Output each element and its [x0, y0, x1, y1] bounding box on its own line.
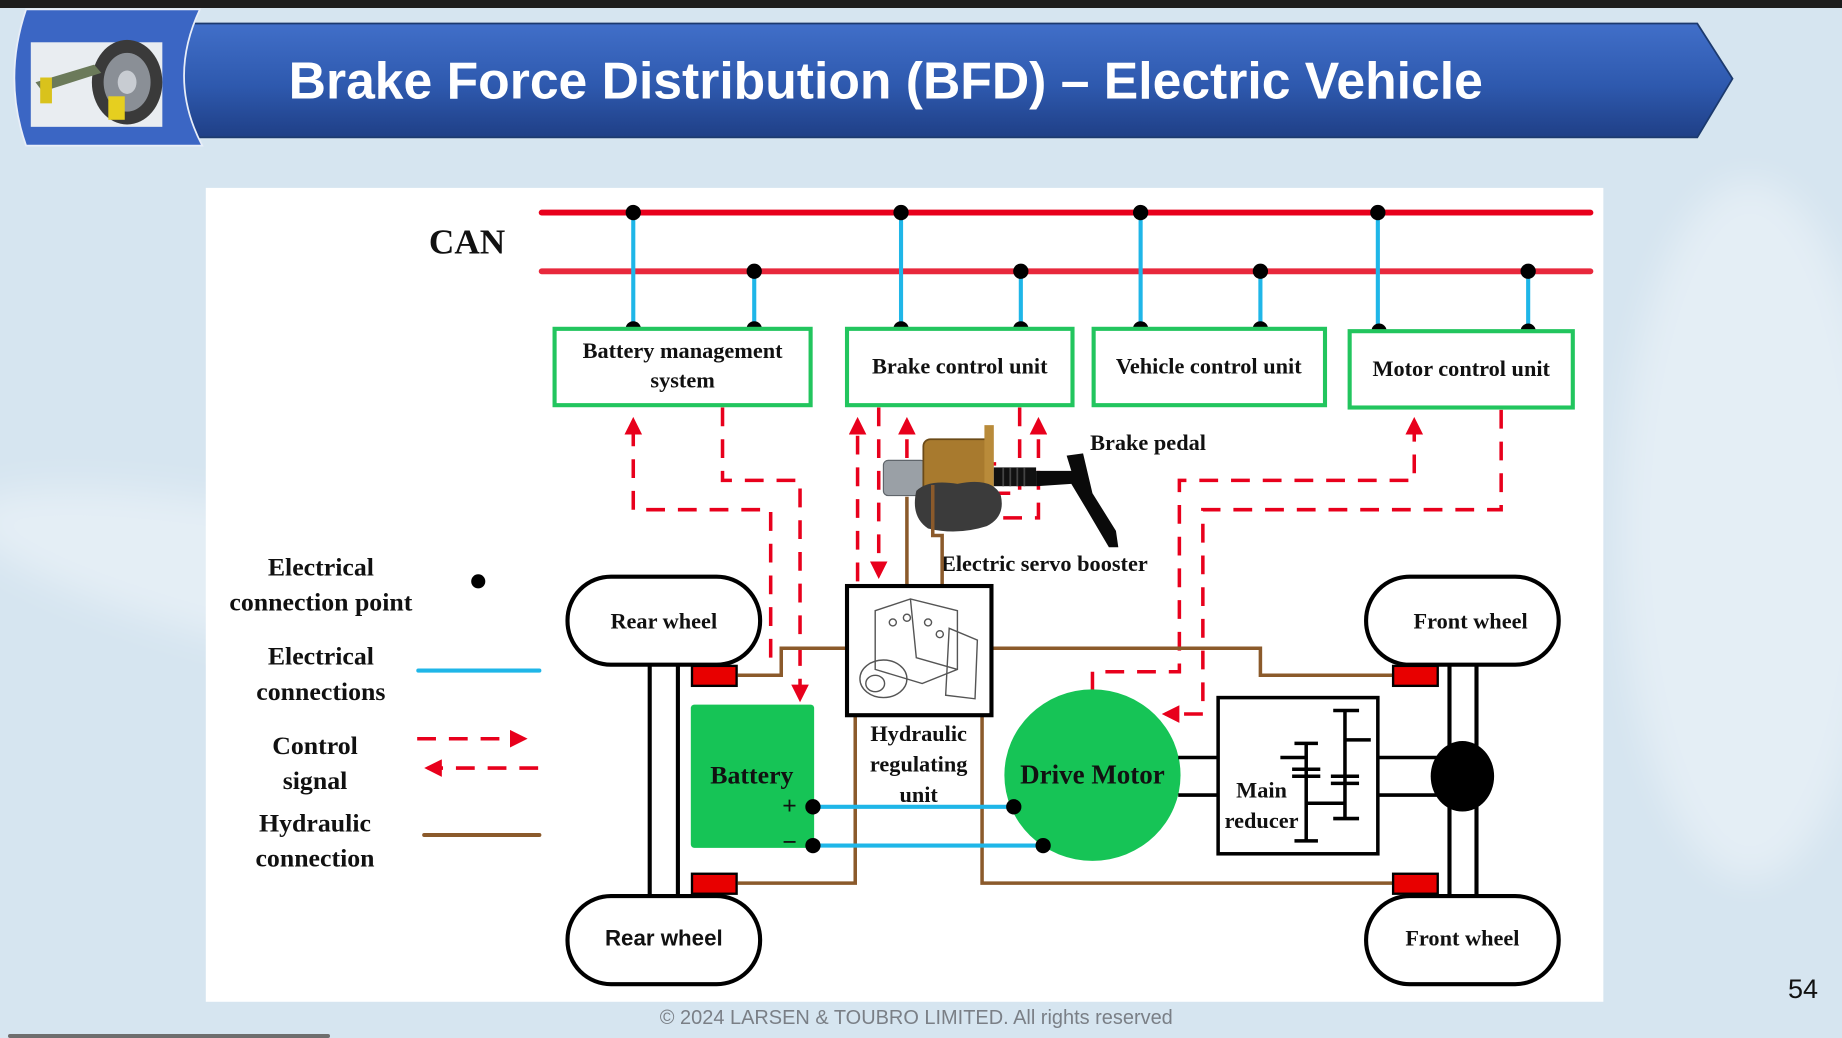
booster-boot — [993, 467, 1037, 487]
connection-point — [746, 263, 762, 279]
page-number: 54 — [1788, 974, 1818, 1004]
control-signal-to-bms — [624, 416, 773, 658]
legend-label: Electrical — [268, 552, 374, 581]
control-signal-motor-to-mcu — [1090, 416, 1424, 691]
drive-shafts — [1178, 755, 1439, 797]
connection-point — [1006, 799, 1022, 815]
hydraulic-booster-to-hru-2 — [930, 485, 944, 585]
can-bus: CAN — [429, 209, 1594, 275]
bcu-label: Brake control unit — [872, 353, 1048, 378]
hydraulic-hru-to-front-bottom — [980, 714, 1394, 885]
servo-booster-label: Electric servo booster — [941, 551, 1148, 576]
battery: Battery + − — [690, 704, 815, 856]
front-top-brake-caliper — [1391, 664, 1439, 688]
legend-item-electrical-connections: Electrical connections — [256, 642, 542, 706]
car-suspension-wheel-image — [30, 39, 163, 127]
bms-label-line1: Battery management — [583, 338, 784, 363]
legend-label: connections — [256, 677, 385, 706]
rear-axle — [647, 664, 680, 897]
rear-wheel-bottom-label: Rear wheel — [605, 925, 723, 950]
mcu-label: Motor control unit — [1372, 356, 1550, 381]
brake-pedal-label: Brake pedal — [1090, 430, 1206, 455]
legend-label: Control — [272, 731, 358, 760]
bms-label-line2: system — [650, 368, 715, 393]
battery-minus-label: − — [782, 827, 797, 856]
slide-title: Brake Force Distribution (BFD) – Electri… — [289, 52, 1483, 110]
battery-motor-electrical — [812, 804, 1044, 848]
connection-point — [805, 799, 821, 815]
connection-point — [1520, 263, 1536, 279]
brake-pedal-icon — [1036, 453, 1119, 548]
rear-bottom-brake-caliper — [690, 872, 738, 895]
battery-plus-label: + — [782, 791, 797, 820]
legend: Electrical connection point Electrical c… — [229, 552, 542, 873]
connection-point — [625, 204, 641, 221]
differential — [1430, 741, 1495, 812]
control-signal-mcu-to-motor — [1161, 409, 1503, 723]
front-wheel-bottom-label: Front wheel — [1405, 925, 1519, 950]
legend-label: Hydraulic — [259, 808, 371, 837]
abs-module-icon — [859, 598, 979, 700]
can-electrical-connections — [631, 212, 1531, 332]
hydraulic-hru-to-front-top — [992, 646, 1394, 678]
reducer-label-line1: Main — [1236, 777, 1287, 802]
hydraulic-regulating-unit: Hydraulic regulating unit — [844, 583, 994, 807]
brake-control-unit: Brake control unit — [844, 326, 1075, 408]
control-signal-bms-to-battery — [720, 407, 809, 703]
legend-label: connection — [255, 844, 374, 873]
progress-scrollbar[interactable] — [8, 1034, 330, 1038]
front-bottom-brake-caliper — [1391, 872, 1439, 895]
title-banner: Brake Force Distribution (BFD) – Electri… — [13, 8, 1734, 147]
motor-control-unit: Motor control unit — [1347, 329, 1575, 410]
connection-point — [1013, 263, 1029, 279]
rear-wheel-top: Rear wheel — [565, 574, 763, 667]
battery-management-system: Battery management system — [552, 326, 813, 408]
connection-point — [1132, 204, 1149, 221]
hydraulic-unit-label-line3: unit — [899, 782, 938, 807]
drive-motor: Drive Motor — [1004, 689, 1181, 861]
can-label: CAN — [429, 223, 505, 262]
connection-point — [805, 837, 821, 854]
rear-top-brake-caliper — [690, 664, 738, 688]
legend-label: Electrical — [268, 642, 374, 671]
hydraulic-hru-to-rear-top — [737, 646, 846, 678]
legend-label: connection point — [229, 588, 412, 617]
battery-label: Battery — [710, 760, 793, 789]
drive-motor-label: Drive Motor — [1020, 759, 1165, 789]
front-wheel-top: Front wheel — [1364, 574, 1561, 667]
legend-item-hydraulic-connection: Hydraulic connection — [255, 808, 542, 873]
connection-point — [1252, 263, 1269, 279]
vehicle-control-unit: Vehicle control unit — [1091, 326, 1328, 408]
connection-point — [893, 204, 909, 221]
legend-label: signal — [283, 766, 348, 795]
front-axle — [1430, 664, 1495, 897]
hydraulic-unit-label-line1: Hydraulic — [870, 721, 967, 746]
rear-wheel-bottom: Rear wheel — [565, 894, 763, 987]
rear-wheel-top-label: Rear wheel — [610, 608, 717, 633]
electric-servo-booster — [882, 425, 1037, 532]
hydraulic-connections — [737, 485, 1394, 885]
reducer-label-line2: reducer — [1225, 808, 1299, 833]
battery-motor-connection-points — [805, 799, 1051, 854]
hydraulic-hru-to-rear-bottom — [737, 714, 857, 885]
connection-point — [1035, 837, 1051, 854]
front-wheel-top-label: Front wheel — [1414, 608, 1528, 633]
window-top-bar — [0, 0, 1842, 8]
gear-train-icon — [1280, 708, 1371, 843]
main-reducer: Main reducer — [1216, 695, 1380, 856]
background-decoration — [1620, 180, 1842, 880]
vcu-label: Vehicle control unit — [1116, 353, 1302, 378]
front-wheel-bottom: Front wheel — [1364, 894, 1561, 987]
legend-item-control-signal: Control signal — [272, 729, 539, 795]
connection-point — [1370, 204, 1386, 221]
legend-item-connection-point: Electrical connection point — [229, 552, 486, 617]
copyright-footer: © 2024 LARSEN & TOUBRO LIMITED. All righ… — [660, 1007, 1173, 1029]
legend-dot-symbol — [471, 574, 486, 589]
hydraulic-unit-label-line2: regulating — [870, 752, 967, 777]
